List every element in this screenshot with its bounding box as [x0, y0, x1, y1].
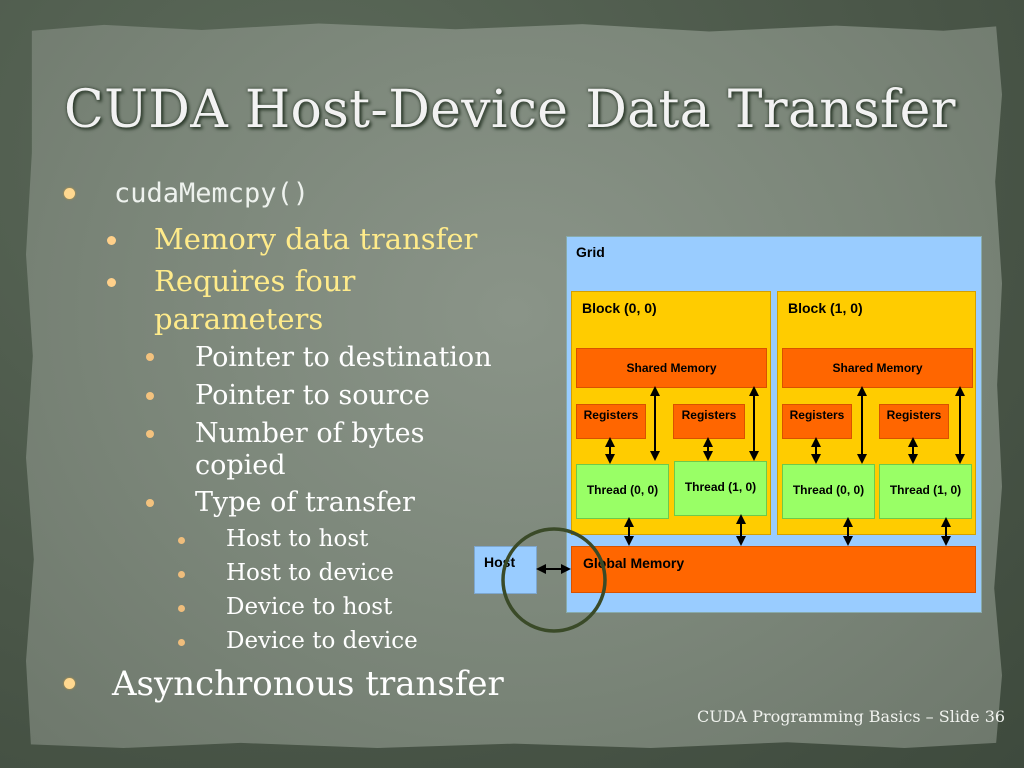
block-label: Block (1, 0): [788, 300, 863, 316]
bullet-pointer-destination: Pointer to destination: [195, 342, 492, 373]
thread-label: Thread (1, 0): [889, 483, 962, 497]
block-label: Block (0, 0): [582, 300, 657, 316]
bullet-dot: [146, 430, 154, 438]
bullet-asynchronous-transfer: Asynchronous transfer: [112, 664, 504, 704]
thread-box: Thread (0, 0): [576, 464, 669, 519]
bullet-device-to-device: Device to device: [226, 628, 418, 654]
registers-label: Registers: [583, 408, 639, 422]
registers-box: Registers: [782, 404, 852, 439]
bullet-bytes-line2: copied: [195, 450, 286, 481]
slide-title: CUDA Host-Device Data Transfer: [64, 80, 956, 140]
thread-box: Thread (1, 0): [879, 464, 972, 519]
grid-label: Grid: [576, 244, 605, 260]
registers-box: Registers: [879, 404, 949, 439]
bullet-dot: [178, 639, 185, 646]
shared-memory-label: Shared Memory: [626, 361, 717, 375]
bullet-requires-line2: parameters: [154, 302, 324, 336]
bullet-dot: [146, 392, 154, 400]
global-memory-box: Global Memory: [571, 546, 976, 593]
bullet-dot: [146, 499, 154, 507]
shared-memory-0: Shared Memory: [576, 348, 767, 388]
shared-memory-1: Shared Memory: [782, 348, 973, 388]
registers-label: Registers: [789, 408, 845, 422]
bullet-dot: [178, 605, 185, 612]
bullet-dot: [146, 353, 154, 361]
thread-box: Thread (0, 0): [782, 464, 875, 519]
bullet-pointer-source: Pointer to source: [195, 380, 430, 411]
bullet-device-to-host: Device to host: [226, 594, 393, 620]
thread-box: Thread (1, 0): [674, 461, 767, 516]
bullet-requires-line1: Requires four: [154, 264, 356, 298]
registers-label: Registers: [681, 408, 737, 422]
thread-label: Thread (0, 0): [586, 483, 659, 497]
global-memory-label: Global Memory: [583, 555, 685, 571]
bullet-dot: [64, 678, 75, 689]
bullet-host-to-host: Host to host: [226, 526, 369, 552]
bullet-bytes-line1: Number of bytes: [195, 418, 425, 449]
bullet-dot: [107, 278, 116, 287]
thread-label: Thread (1, 0): [684, 480, 757, 494]
bullet-memory-transfer: Memory data transfer: [154, 222, 478, 256]
thread-label: Thread (0, 0): [792, 483, 865, 497]
highlight-circle: [501, 527, 607, 633]
bullet-dot: [178, 537, 185, 544]
bullet-host-to-device: Host to device: [226, 560, 394, 586]
registers-label: Registers: [886, 408, 942, 422]
bullet-dot: [178, 571, 185, 578]
shared-memory-label: Shared Memory: [832, 361, 923, 375]
bullet-dot: [64, 188, 75, 199]
bullet-cudamemcpy: cudaMemcpy(): [114, 178, 310, 209]
bullet-type-transfer: Type of transfer: [195, 487, 415, 518]
bullet-dot: [107, 236, 116, 245]
slide-footer: CUDA Programming Basics – Slide 36: [697, 707, 1006, 726]
